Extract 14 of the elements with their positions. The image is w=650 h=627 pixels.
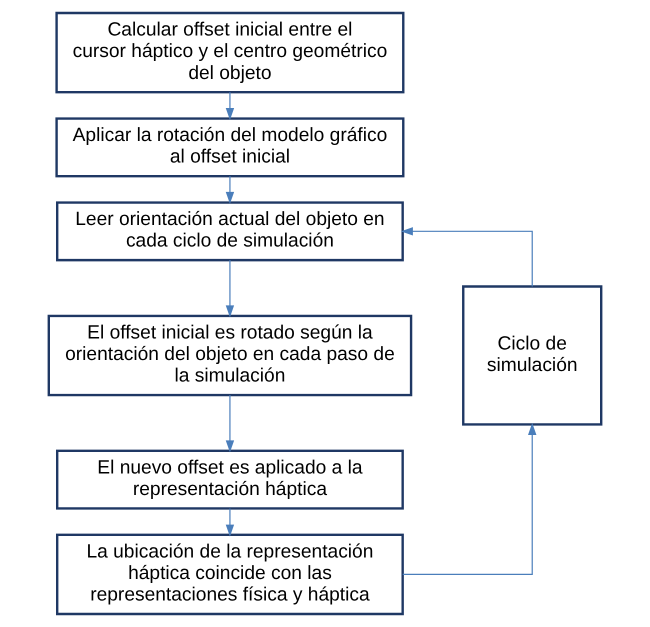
node-box: Ciclo de simulación	[462, 285, 602, 426]
arrow	[226, 260, 234, 318]
arrow	[226, 176, 234, 204]
arrow	[226, 508, 234, 537]
node-box: Leer orientación actual del objeto en cada ciclo de simulación	[56, 201, 404, 262]
node-box: El nuevo offset es aplicado a la representación háptica	[56, 450, 404, 510]
node-box: El offset inicial es rotado según la orientación del objeto en cada paso de la simulación	[48, 314, 412, 396]
node-box: Aplicar la rotación del modelo gráfico al offset inicial	[55, 117, 404, 178]
arrow	[226, 395, 234, 452]
node-box: Calcular offset inicial entre el cursor háptico y el centro geométrico del objeto	[55, 12, 404, 94]
node-box: La ubicación de la representación háptica coincide con las representaciones física y háptica	[56, 534, 404, 616]
arrow	[226, 92, 234, 120]
arrow	[400, 227, 533, 286]
arrow	[402, 422, 536, 575]
